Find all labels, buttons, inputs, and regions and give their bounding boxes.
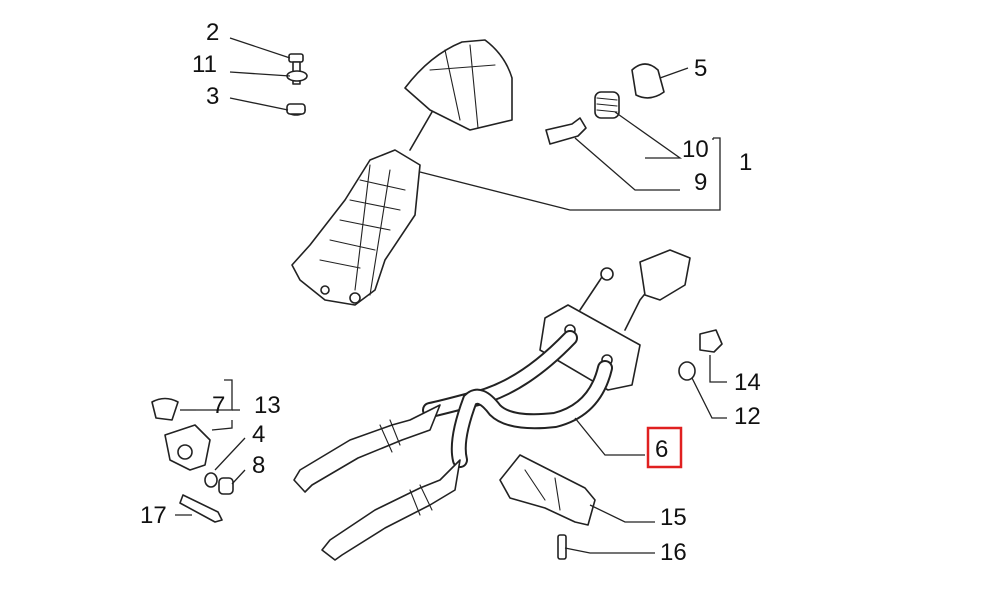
label-9: 9 xyxy=(694,169,707,196)
clip-part xyxy=(151,397,179,421)
bushing-part xyxy=(678,361,696,381)
pin-part xyxy=(545,117,587,145)
label-5: 5 xyxy=(694,55,707,82)
leader-lines xyxy=(175,37,727,554)
label-14: 14 xyxy=(734,369,761,396)
gear-lever-housing xyxy=(291,39,513,306)
spring-part xyxy=(594,91,620,119)
label-11: 11 xyxy=(192,51,217,78)
washer-part xyxy=(204,472,218,488)
label-8: 8 xyxy=(252,452,265,479)
knob-part xyxy=(631,63,665,99)
label-3: 3 xyxy=(206,83,219,110)
label-4: 4 xyxy=(252,421,265,448)
bush-part xyxy=(218,477,234,495)
screw-part xyxy=(557,534,567,560)
highlight-box xyxy=(646,426,683,469)
label-15: 15 xyxy=(660,504,687,531)
selector-lever-part xyxy=(164,424,211,471)
label-2: 2 xyxy=(206,19,219,46)
bolt-part xyxy=(286,53,308,116)
label-17: 17 xyxy=(140,502,167,529)
label-13: 13 xyxy=(254,392,281,419)
label-16: 16 xyxy=(660,539,687,566)
label-7: 7 xyxy=(212,392,225,419)
bracket-part xyxy=(499,454,596,526)
label-1: 1 xyxy=(739,149,752,176)
gear-cable-assembly xyxy=(293,249,691,561)
label-6: 6 xyxy=(655,436,668,463)
label-10: 10 xyxy=(682,136,709,163)
nut-part xyxy=(699,329,723,353)
label-12: 12 xyxy=(734,403,761,430)
shaft-pin-part xyxy=(179,494,223,523)
